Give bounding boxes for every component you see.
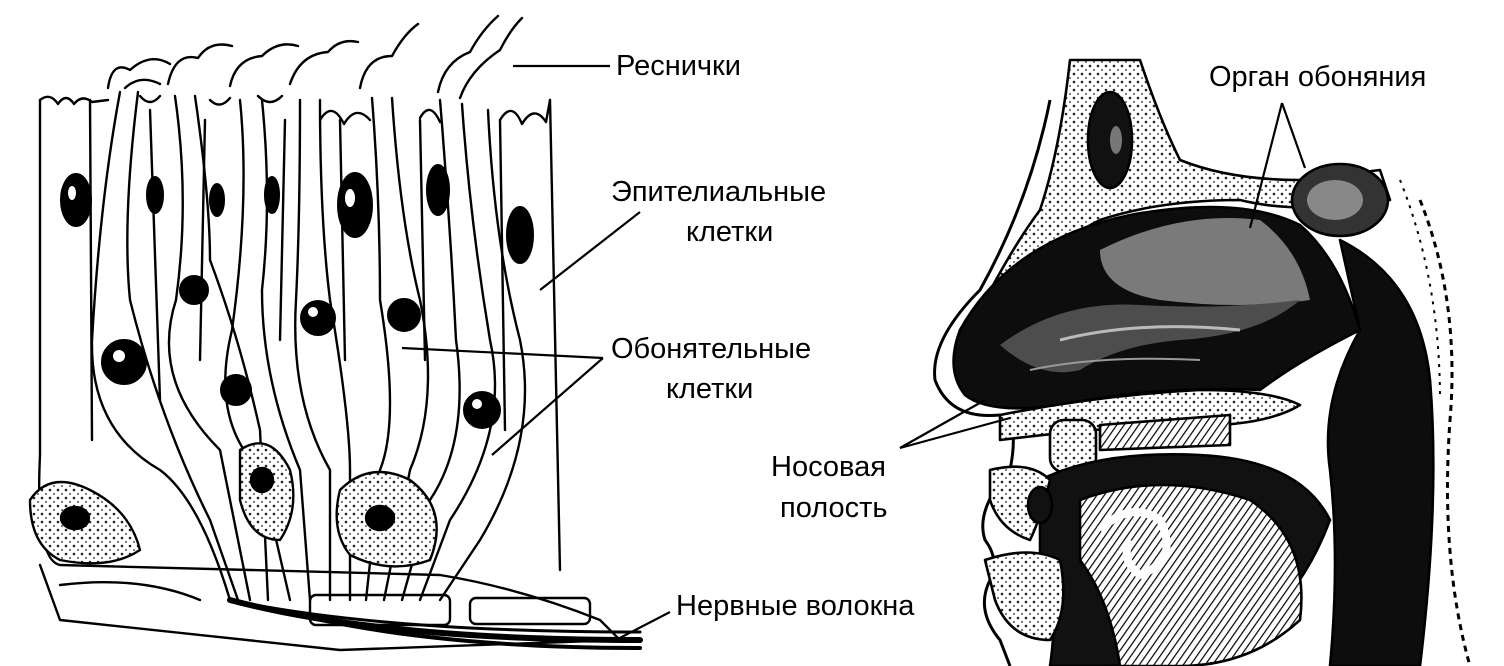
leader-lines xyxy=(401,64,1307,643)
leader-organ-b xyxy=(1280,102,1307,169)
olfactory-region xyxy=(1100,218,1310,305)
leader-organ-a xyxy=(1248,102,1284,229)
olfactory-epithelium xyxy=(28,14,643,652)
label-nerve-fibers: Нервные волокна xyxy=(676,590,915,622)
nerve-fiber-bundle xyxy=(227,597,643,643)
leader-epithelial xyxy=(539,211,641,291)
label-nasal-line2: полость xyxy=(780,492,888,524)
apical-border xyxy=(38,94,552,126)
label-olfactory-line1: Обонятельные xyxy=(611,333,812,365)
cilia-tufts xyxy=(106,14,524,100)
epithelial-cell-walls xyxy=(88,98,507,442)
label-olfactory-line2: клетки xyxy=(666,373,754,405)
label-nasal-line1: Носовая xyxy=(771,451,886,483)
label-cilia: Реснички xyxy=(616,50,741,82)
nasal-conchae xyxy=(1000,300,1300,373)
leader-olfactory-b xyxy=(491,357,604,456)
leader-nasal-b xyxy=(899,416,1011,450)
leader-nerve xyxy=(611,611,671,643)
label-epithelial-line1: Эпителиальные xyxy=(611,176,827,208)
label-epithelial-line2: клетки xyxy=(686,216,774,248)
label-olfactory-organ: Орган обоняния xyxy=(1209,61,1427,93)
tongue xyxy=(1078,483,1303,666)
olfactory-cell-columns xyxy=(90,90,527,602)
leader-nasal-a xyxy=(899,399,986,449)
frontal-bone xyxy=(973,58,1392,322)
head-section xyxy=(933,58,1472,666)
leader-olfactory-a xyxy=(401,346,604,360)
